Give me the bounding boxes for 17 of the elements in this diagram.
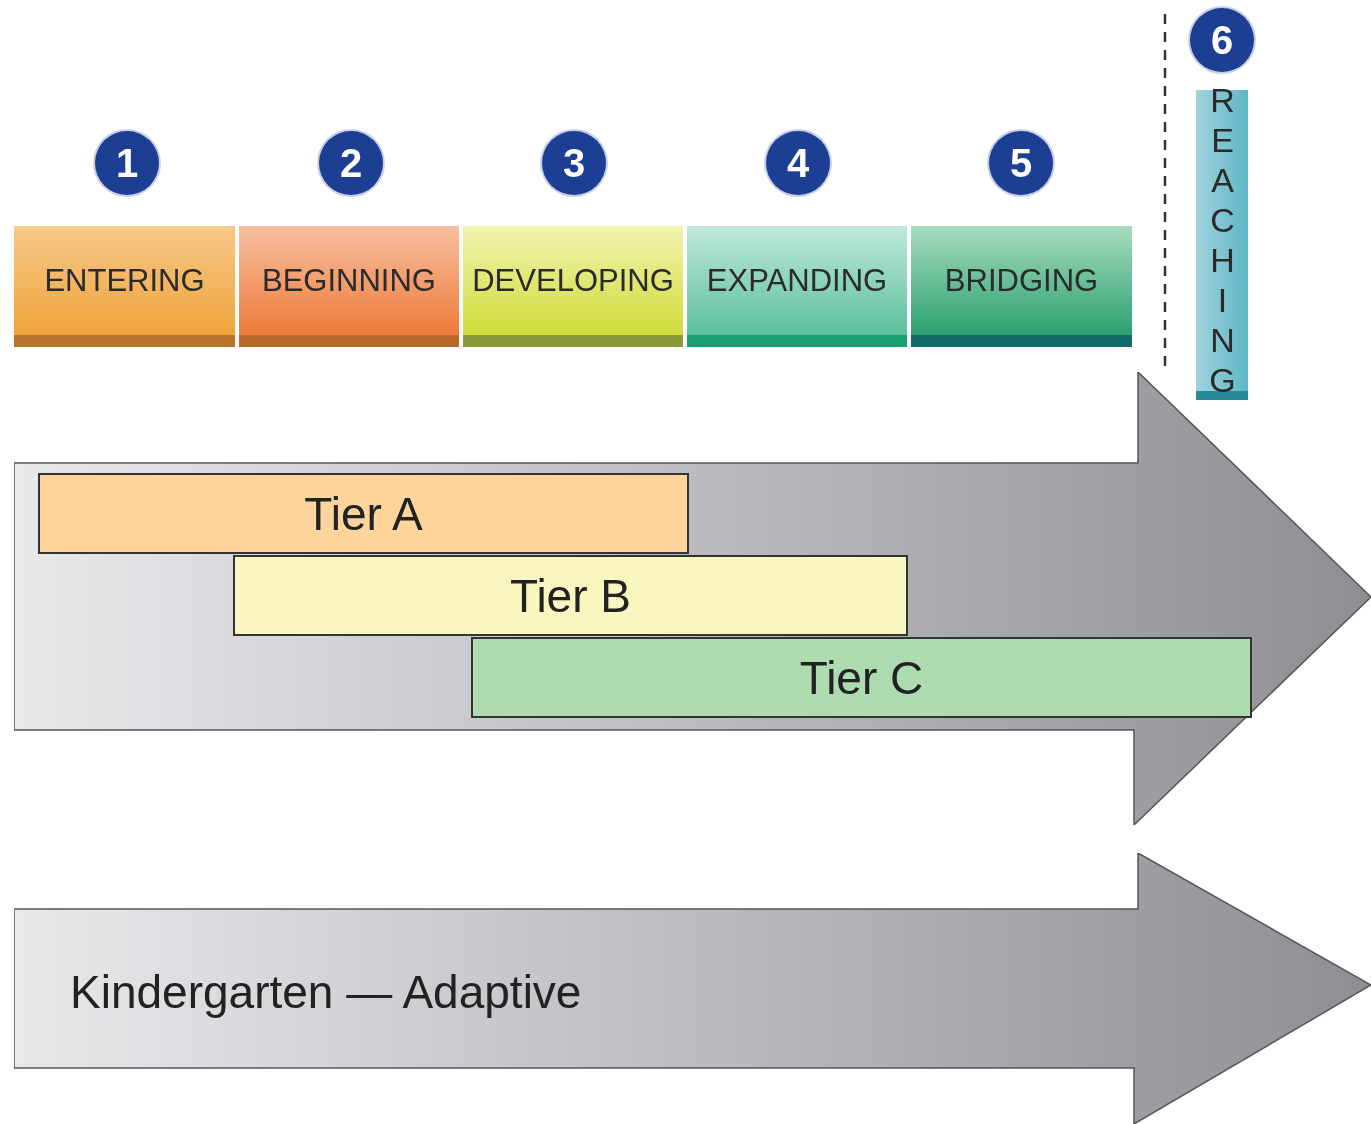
- step-number-circle: 2: [319, 131, 383, 195]
- level-bar: DEVELOPING: [463, 226, 683, 347]
- level-bar: BEGINNING: [239, 226, 459, 347]
- banner-label: Kindergarten — Adaptive: [70, 965, 582, 1019]
- tier-bar: Tier C: [471, 637, 1252, 718]
- level-bar: BRIDGING: [911, 226, 1132, 347]
- step-number-circle: 1: [95, 131, 159, 195]
- tier-bar: Tier A: [38, 473, 689, 554]
- level-bar: EXPANDING: [687, 226, 907, 347]
- arrow-banner: [14, 853, 1371, 1124]
- step-number-circle: 5: [989, 131, 1053, 195]
- level-bar: ENTERING: [14, 226, 235, 347]
- level-bar: REACHING: [1196, 90, 1248, 400]
- step-number-circle: 3: [542, 131, 606, 195]
- tier-bar: Tier B: [233, 555, 908, 636]
- step-number-circle: 4: [766, 131, 830, 195]
- step-number-circle: 6: [1190, 8, 1254, 72]
